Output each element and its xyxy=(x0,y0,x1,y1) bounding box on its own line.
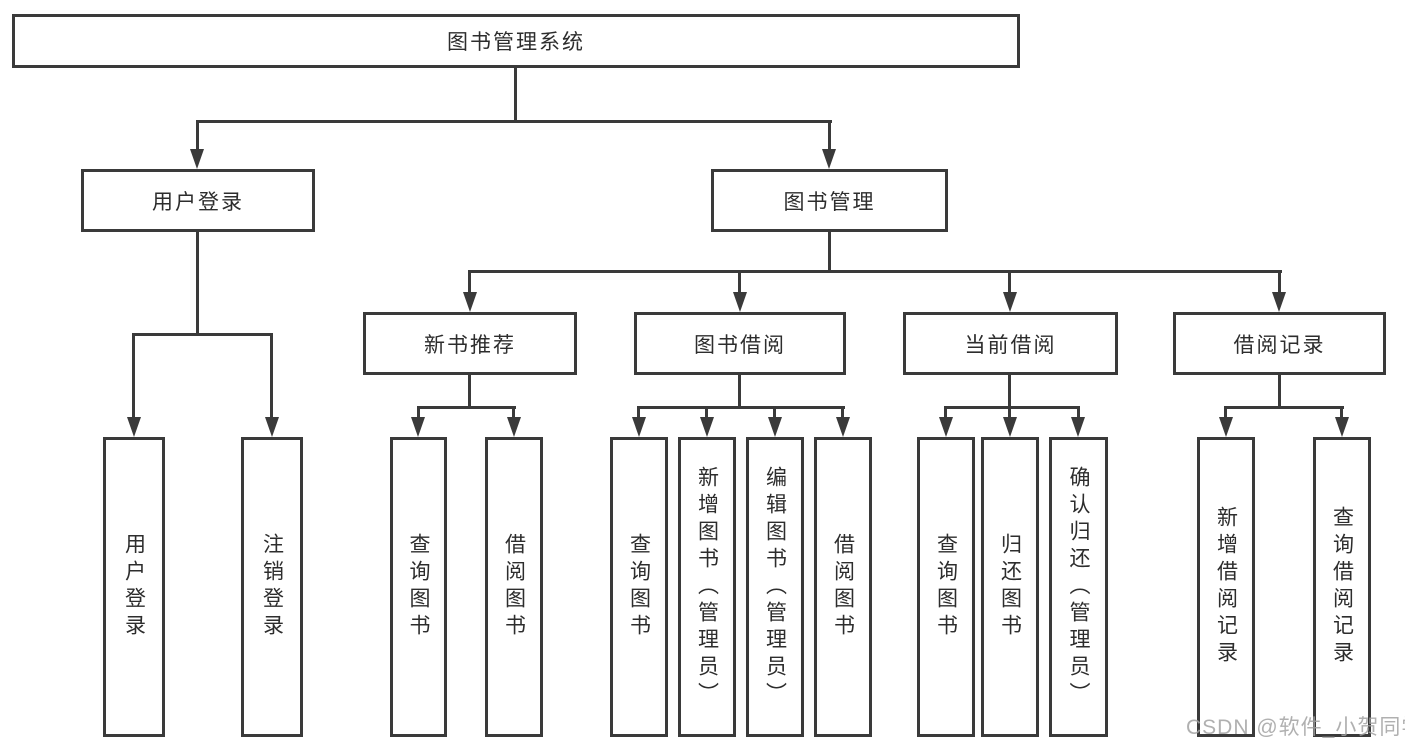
leaf-logout-label: 注销登录 xyxy=(260,533,284,641)
connector-groupA-stem xyxy=(468,375,471,409)
arrowhead-down-icon xyxy=(1003,417,1017,437)
leaf-query-books-current: 查询图书 xyxy=(917,437,975,737)
connector-drop xyxy=(841,406,844,420)
connector-drop-borrow-records xyxy=(1278,270,1281,294)
connector-groupA-bar xyxy=(417,406,516,409)
node-new-book-recommend-label: 新书推荐 xyxy=(424,333,516,357)
leaf-label: 编辑图书（管理员） xyxy=(763,465,787,709)
arrowhead-down-icon xyxy=(733,292,747,312)
leaf-user-login: 用户登录 xyxy=(103,437,165,737)
connector-groupC-bar xyxy=(944,406,1080,409)
arrowhead-down-icon xyxy=(1272,292,1286,312)
node-current-borrowing: 当前借阅 xyxy=(903,312,1118,375)
leaf-return-books: 归还图书 xyxy=(981,437,1039,737)
connector-drop-leaf-logout xyxy=(270,333,273,418)
arrowhead-down-icon xyxy=(836,417,850,437)
connector-root-stem xyxy=(514,68,517,120)
connector-drop-leaf-user-login xyxy=(132,333,135,418)
arrowhead-down-icon xyxy=(1335,417,1349,437)
connector-drop xyxy=(944,406,947,420)
connector-drop-user-login xyxy=(196,120,199,152)
connector-book-mgmt-stem xyxy=(828,232,831,270)
arrowhead-down-icon xyxy=(411,417,425,437)
connector-drop xyxy=(417,406,420,420)
arrowhead-down-icon xyxy=(822,149,836,169)
connector-book-mgmt-bar xyxy=(468,270,1282,273)
leaf-label: 查询图书 xyxy=(627,533,651,641)
csdn-watermark: CSDN @软件_小贺同学 xyxy=(1186,716,1405,739)
arrowhead-down-icon xyxy=(632,417,646,437)
node-current-borrowing-label: 当前借阅 xyxy=(964,333,1057,357)
connector-drop xyxy=(1224,406,1227,420)
node-new-book-recommend: 新书推荐 xyxy=(363,312,577,375)
leaf-query-books-borrowing: 查询图书 xyxy=(610,437,668,737)
connector-drop xyxy=(512,406,515,420)
connector-drop-book-borrow xyxy=(738,270,741,294)
node-book-borrowing-label: 图书借阅 xyxy=(694,333,786,357)
leaf-label: 新增图书（管理员） xyxy=(695,465,719,709)
leaf-label: 确认归还（管理员） xyxy=(1067,465,1090,709)
arrowhead-down-icon xyxy=(768,417,782,437)
node-book-borrowing: 图书借阅 xyxy=(634,312,846,375)
connector-groupB-bar xyxy=(637,406,845,409)
node-borrow-records-label: 借阅记录 xyxy=(1233,333,1326,357)
leaf-query-borrow-record: 查询借阅记录 xyxy=(1313,437,1371,737)
leaf-label: 查询借阅记录 xyxy=(1330,506,1354,668)
node-borrow-records: 借阅记录 xyxy=(1173,312,1386,375)
node-user-login: 用户登录 xyxy=(81,169,315,232)
leaf-add-borrow-record: 新增借阅记录 xyxy=(1197,437,1255,737)
node-library-system-label: 图书管理系统 xyxy=(447,31,585,54)
connector-drop-new-books xyxy=(468,270,471,294)
arrowhead-down-icon xyxy=(700,417,714,437)
connector-drop xyxy=(1340,406,1343,420)
connector-user-login-stem xyxy=(196,232,199,333)
leaf-label: 新增借阅记录 xyxy=(1214,506,1238,668)
connector-groupB-stem xyxy=(738,375,741,409)
leaf-label: 查询图书 xyxy=(407,533,430,641)
node-book-management: 图书管理 xyxy=(711,169,948,232)
leaf-query-books-recommend: 查询图书 xyxy=(390,437,447,737)
connector-drop xyxy=(1077,406,1080,420)
connector-drop-book-mgmt xyxy=(828,120,831,152)
leaf-confirm-return-admin: 确认归还（管理员） xyxy=(1049,437,1108,737)
connector-drop xyxy=(705,406,708,420)
connector-groupC-stem xyxy=(1008,375,1011,409)
leaf-label: 借阅图书 xyxy=(502,533,526,641)
connector-root-bar xyxy=(196,120,832,123)
node-book-management-label: 图书管理 xyxy=(783,190,876,214)
arrowhead-down-icon xyxy=(1003,292,1017,312)
arrowhead-down-icon xyxy=(190,149,204,169)
connector-drop xyxy=(773,406,776,420)
leaf-borrow-books-recommend: 借阅图书 xyxy=(485,437,543,737)
node-user-login-label: 用户登录 xyxy=(152,190,244,214)
leaf-user-login-label: 用户登录 xyxy=(122,533,146,641)
arrowhead-down-icon xyxy=(127,417,141,437)
arrowhead-down-icon xyxy=(265,417,279,437)
arrowhead-down-icon xyxy=(507,417,521,437)
leaf-logout: 注销登录 xyxy=(241,437,303,737)
arrowhead-down-icon xyxy=(1071,417,1085,437)
connector-user-login-bar xyxy=(132,333,273,336)
arrowhead-down-icon xyxy=(939,417,953,437)
connector-groupD-bar xyxy=(1224,406,1344,409)
leaf-add-book-admin: 新增图书（管理员） xyxy=(678,437,736,737)
connector-drop-current-borrow xyxy=(1008,270,1011,294)
connector-drop xyxy=(637,406,640,420)
leaf-label: 归还图书 xyxy=(998,533,1022,641)
connector-drop xyxy=(1008,406,1011,420)
leaf-edit-book-admin: 编辑图书（管理员） xyxy=(746,437,804,737)
connector-groupD-stem xyxy=(1278,375,1281,409)
leaf-label: 查询图书 xyxy=(934,533,958,641)
arrowhead-down-icon xyxy=(1219,417,1233,437)
node-library-system: 图书管理系统 xyxy=(12,14,1020,68)
leaf-borrow-books-borrowing: 借阅图书 xyxy=(814,437,872,737)
arrowhead-down-icon xyxy=(463,292,477,312)
leaf-label: 借阅图书 xyxy=(831,533,855,641)
